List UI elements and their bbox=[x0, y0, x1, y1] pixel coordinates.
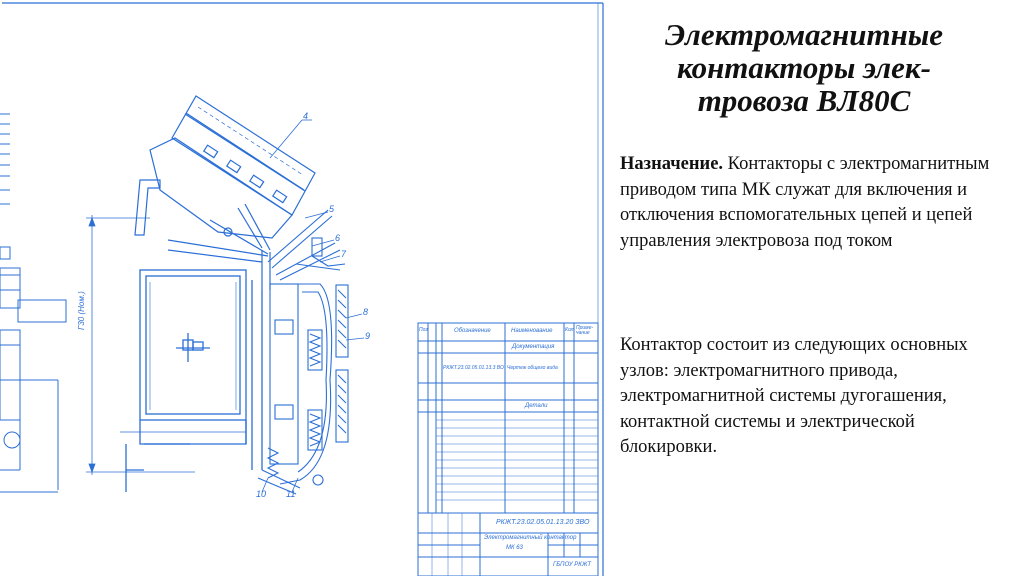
tb-header-designation: Обозначение bbox=[454, 328, 491, 334]
composition-paragraph: Контактор состоит из следующих основных … bbox=[620, 335, 968, 457]
purpose-label: Назначение. bbox=[620, 154, 724, 174]
slide-title: Электромагнитные контакторы элек- тровоз… bbox=[624, 18, 984, 117]
title-line-3: тровоза ВЛ80С bbox=[697, 83, 911, 118]
tb-drawing-number: РКЖТ.23.02.05.01.13.20 ЗВО bbox=[496, 519, 590, 526]
callout-5: 5 bbox=[329, 204, 335, 214]
callout-7: 7 bbox=[341, 249, 347, 259]
callout-8: 8 bbox=[363, 307, 369, 317]
title-line-1: Электромагнитные bbox=[664, 17, 944, 52]
purpose-text: Контакторы с электромагнитным приводом т… bbox=[620, 154, 990, 251]
tb-organization: ГБПОУ РКЖТ bbox=[553, 562, 591, 568]
callout-6: 6 bbox=[335, 233, 341, 243]
tb-doc-row-name: Чертеж общего вида bbox=[507, 365, 558, 371]
tb-drawing-name-1: Электромагнитный контактор bbox=[484, 535, 577, 541]
contactor-drawing-svg bbox=[0, 2, 604, 576]
callout-9: 9 bbox=[365, 331, 371, 341]
tb-header-name: Наименование bbox=[511, 328, 553, 334]
tb-doc-row: РКЖТ.23.02.05.01.13.3 ВО bbox=[443, 365, 504, 371]
text-panel: Электромагнитные контакторы элек- тровоз… bbox=[604, 0, 1024, 576]
tb-header-qty: Кол. bbox=[565, 327, 575, 333]
tb-drawing-name-2: МК 63 bbox=[506, 545, 523, 551]
purpose-paragraph: Назначение. Контакторы с электромагнитны… bbox=[620, 152, 1000, 254]
callout-4: 4 bbox=[303, 111, 309, 121]
callout-10: 10 bbox=[256, 489, 267, 499]
callout-11: 11 bbox=[286, 489, 296, 499]
dimension-label: Г30 (Ном.) bbox=[77, 291, 86, 330]
title-line-2: контакторы элек- bbox=[677, 50, 931, 85]
tb-section-details: Детали bbox=[525, 403, 548, 409]
tb-section-documentation: Документация bbox=[512, 344, 555, 350]
tb-header-note: Приме-чание bbox=[576, 325, 594, 336]
tb-header-pos: Поз bbox=[419, 327, 428, 333]
technical-drawing: Г30 (Ном.) 4 5 6 7 8 9 10 11 Поз Обознач… bbox=[0, 2, 604, 576]
